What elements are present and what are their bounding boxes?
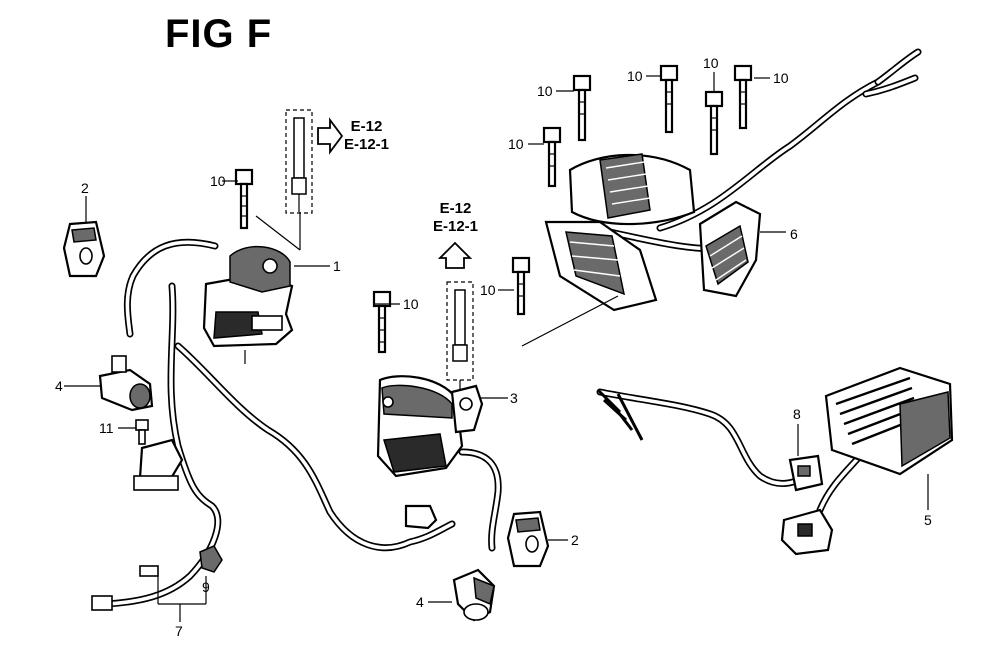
callout-2-right: 2	[571, 532, 579, 548]
bolt-10-upper-e	[733, 64, 753, 130]
stator-coil-assembly	[521, 153, 786, 347]
callout-1: 1	[333, 258, 341, 274]
callout-10-upper-d: 10	[703, 55, 719, 71]
connector-8	[788, 454, 824, 492]
callout-7: 7	[175, 623, 183, 639]
spark-plug-cap-lower	[452, 568, 496, 622]
callout-3: 3	[510, 390, 518, 406]
wire-clip-9	[199, 545, 223, 573]
connector-plug-small	[404, 504, 438, 530]
bolt-10-upper-d	[704, 90, 724, 156]
callout-10-upper-c: 10	[627, 68, 643, 84]
upper-dashed-stud-box	[285, 109, 313, 214]
callout-5: 5	[924, 512, 932, 528]
callout-4-lower: 4	[416, 594, 424, 610]
callout-6: 6	[790, 226, 798, 242]
ground-terminal	[133, 438, 184, 491]
callout-11: 11	[99, 420, 114, 436]
center-ref-code-2: E-12-1	[433, 218, 479, 235]
callout-2-left: 2	[81, 180, 89, 196]
grommet-2-right	[506, 510, 550, 568]
callout-8: 8	[793, 406, 801, 422]
figure-title: FIG F	[165, 12, 273, 56]
upper-ref-code-2: E-12-1	[344, 136, 390, 153]
upper-reference-codes: E-12 E-12-1	[344, 118, 389, 154]
callout-10-mid: 10	[480, 282, 496, 298]
callout-10-upper-a: 10	[508, 136, 524, 152]
grommet-2-left	[62, 220, 106, 278]
callout-9: 9	[202, 579, 210, 595]
hollow-arrow-up-icon	[437, 241, 473, 269]
ignition-coil-lower	[376, 375, 484, 478]
main-wire-harness	[102, 238, 502, 608]
callout-10-center: 10	[403, 296, 419, 312]
center-dashed-stud-box	[446, 281, 474, 381]
leader-lines	[64, 72, 929, 622]
callout-4-upper: 4	[55, 378, 63, 394]
callout-10-upper-b: 10	[537, 83, 553, 99]
spark-plug-cap-upper	[98, 355, 154, 412]
hollow-arrow-right-icon	[317, 117, 344, 155]
regulator-wire-harness	[596, 388, 864, 514]
callout-10-left: 10	[210, 173, 226, 189]
bolt-10-center	[372, 290, 392, 354]
bolt-10-upper-a	[542, 126, 562, 188]
regulator-rectifier-5	[780, 366, 954, 556]
bolt-10-upper-b	[572, 74, 592, 142]
wire-terminal-7	[91, 565, 159, 611]
ignition-coil-upper	[202, 245, 294, 364]
bolt-10-mid	[511, 256, 531, 316]
bolt-10-left	[234, 168, 254, 230]
upper-ref-code-1: E-12	[350, 118, 383, 135]
screw-11	[135, 419, 149, 445]
bolt-10-upper-c	[659, 64, 679, 134]
callout-10-upper-e: 10	[773, 70, 789, 86]
center-reference-codes: E-12 E-12-1	[433, 200, 478, 236]
center-ref-code-1: E-12	[439, 200, 472, 217]
